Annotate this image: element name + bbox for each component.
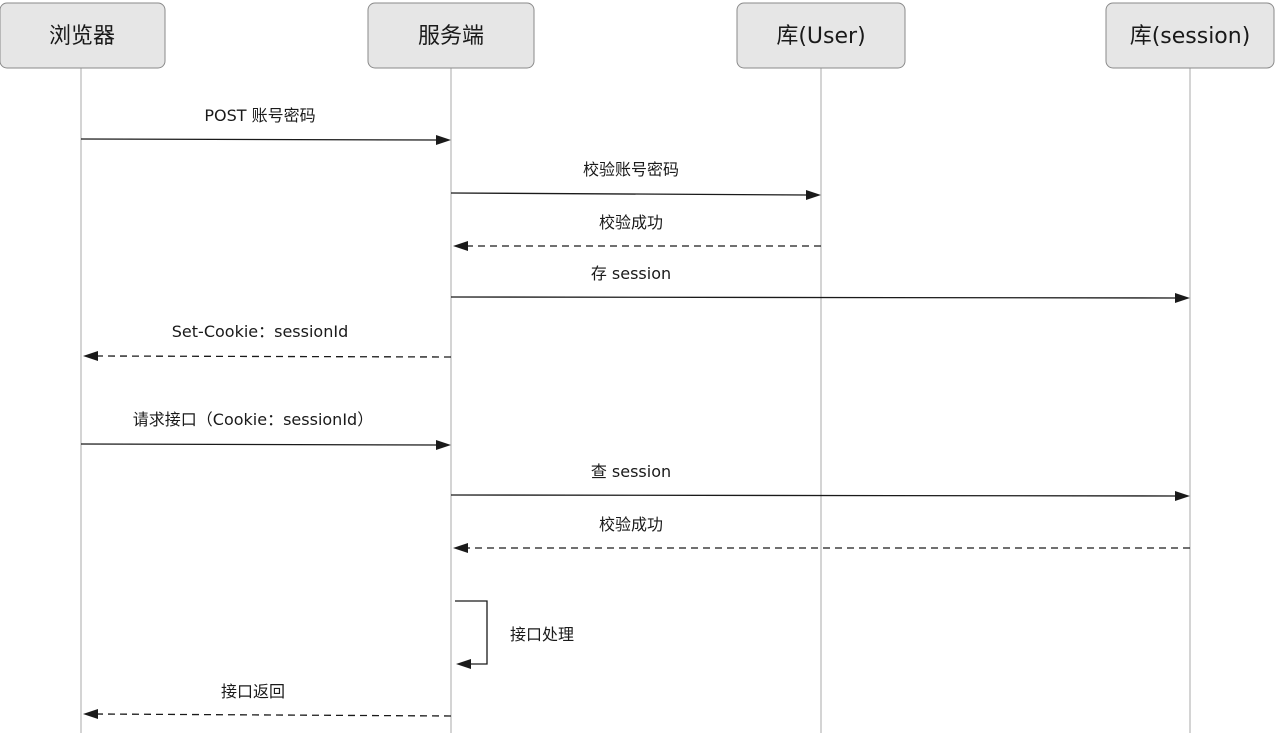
arrow-head bbox=[1175, 293, 1190, 303]
arrow-head bbox=[806, 190, 821, 200]
message-label: 校验成功 bbox=[599, 515, 663, 534]
arrow-head bbox=[453, 543, 468, 553]
arrow-head bbox=[83, 709, 98, 719]
arrow-head bbox=[1175, 491, 1190, 501]
message-label: POST 账号密码 bbox=[204, 106, 315, 125]
message-label: 请求接口（Cookie：sessionId） bbox=[133, 410, 373, 429]
message-self-process: 接口处理 bbox=[455, 600, 574, 669]
arrow-head bbox=[456, 659, 471, 669]
message-set-cookie: Set-Cookie：sessionId bbox=[83, 322, 452, 361]
message-verify-success-user: 校验成功 bbox=[453, 213, 821, 251]
message-store-session: 存 session bbox=[450, 264, 1190, 303]
actor-session-db-label: 库(session) bbox=[1130, 24, 1251, 49]
message-label: 接口返回 bbox=[221, 682, 285, 701]
actor-user-db-label: 库(User) bbox=[776, 24, 865, 49]
actor-server-label: 服务端 bbox=[418, 24, 484, 49]
message-label: 校验成功 bbox=[599, 213, 663, 232]
actor-session-db: 库(session) bbox=[1105, 2, 1275, 69]
message-request-api: 请求接口（Cookie：sessionId） bbox=[80, 410, 451, 450]
actor-browser-label: 浏览器 bbox=[49, 24, 115, 49]
arrow-head bbox=[83, 351, 98, 361]
message-verify-success-session: 校验成功 bbox=[453, 515, 1190, 553]
arrow-head bbox=[436, 440, 451, 450]
message-label: 查 session bbox=[591, 462, 671, 481]
message-label: 校验账号密码 bbox=[583, 160, 679, 179]
message-query-session: 查 session bbox=[450, 462, 1190, 501]
message-verify-credentials: 校验账号密码 bbox=[450, 160, 821, 200]
actor-user-db: 库(User) bbox=[736, 2, 906, 69]
message-label: 存 session bbox=[591, 264, 671, 283]
message-label: Set-Cookie：sessionId bbox=[172, 322, 348, 341]
message-label: 接口处理 bbox=[510, 625, 574, 644]
actor-browser: 浏览器 bbox=[0, 2, 166, 69]
arrow-head bbox=[436, 135, 451, 145]
actor-server: 服务端 bbox=[367, 2, 535, 69]
message-post-credentials: POST 账号密码 bbox=[80, 106, 451, 145]
message-api-response: 接口返回 bbox=[83, 682, 452, 719]
arrow-head bbox=[453, 241, 468, 251]
